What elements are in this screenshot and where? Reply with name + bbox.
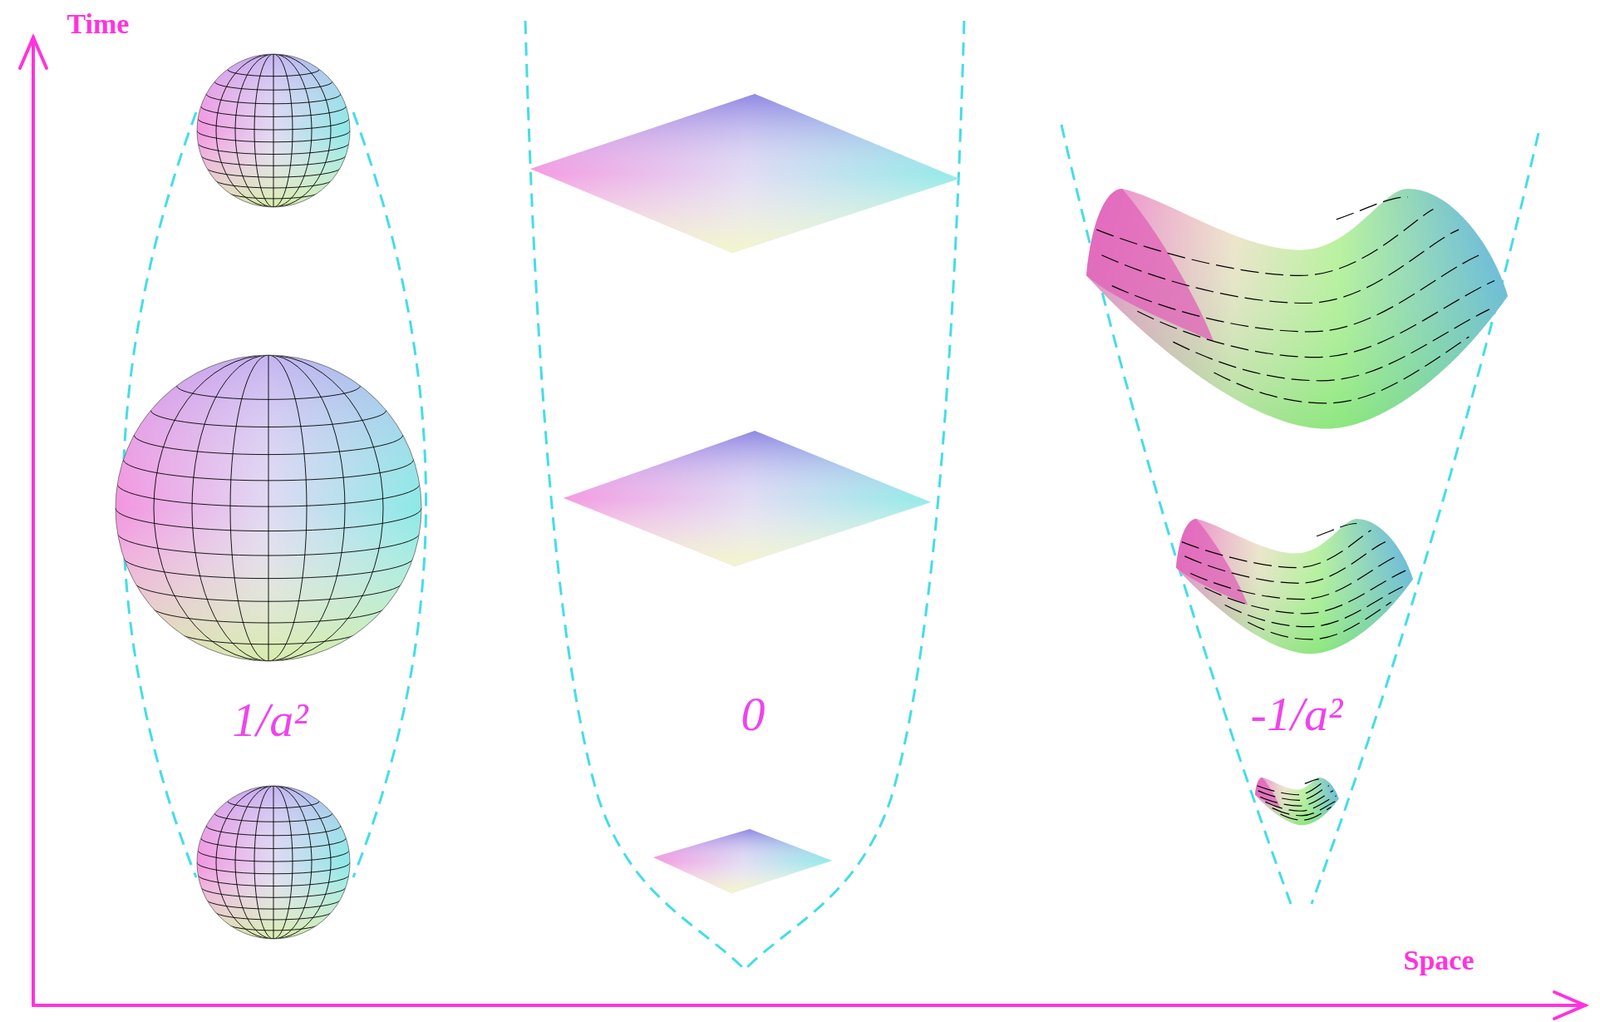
axes: [19, 37, 1586, 1019]
flat-envelope: [525, 20, 965, 970]
sphere: [115, 354, 422, 661]
curvature-label: 0: [738, 687, 769, 741]
saddle: [1086, 188, 1508, 429]
curvature-label: -1/a²: [1247, 687, 1347, 741]
flat-planes: [530, 93, 960, 893]
curvature-label: 1/a²: [228, 693, 312, 747]
axis-label: Space: [1403, 944, 1475, 975]
saddle: [1176, 518, 1413, 654]
sphere: [196, 785, 350, 939]
open-envelope: [1061, 124, 1539, 904]
saddle: [1255, 777, 1340, 825]
axis-label: Time: [67, 8, 130, 40]
sphere: [196, 54, 350, 207]
